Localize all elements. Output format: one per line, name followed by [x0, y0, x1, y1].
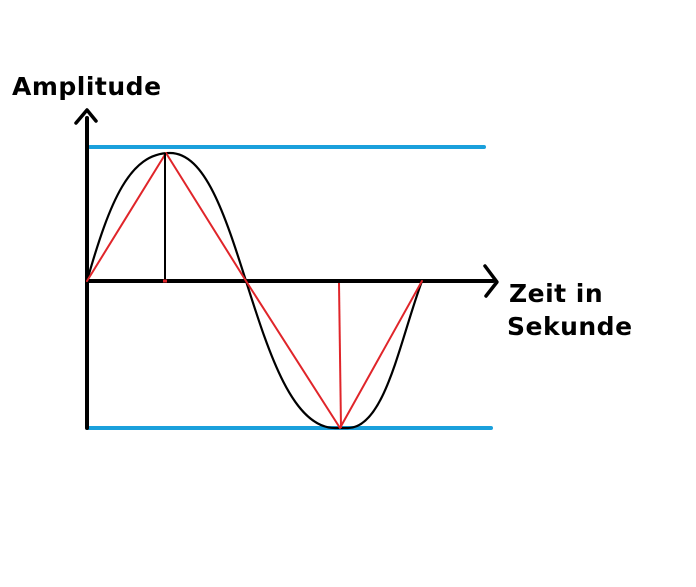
trough-marker	[338, 282, 342, 429]
triangle-wave	[86, 152, 423, 429]
sine-wave	[85, 151, 424, 430]
x-axis-arrow-icon	[483, 264, 499, 298]
x-axis-label-line1: Zeit in	[509, 279, 603, 308]
y-axis-label: Amplitude	[12, 72, 162, 101]
x-axis-label-line2: Sekunde	[507, 312, 633, 341]
y-axis-arrow-icon	[74, 108, 98, 125]
